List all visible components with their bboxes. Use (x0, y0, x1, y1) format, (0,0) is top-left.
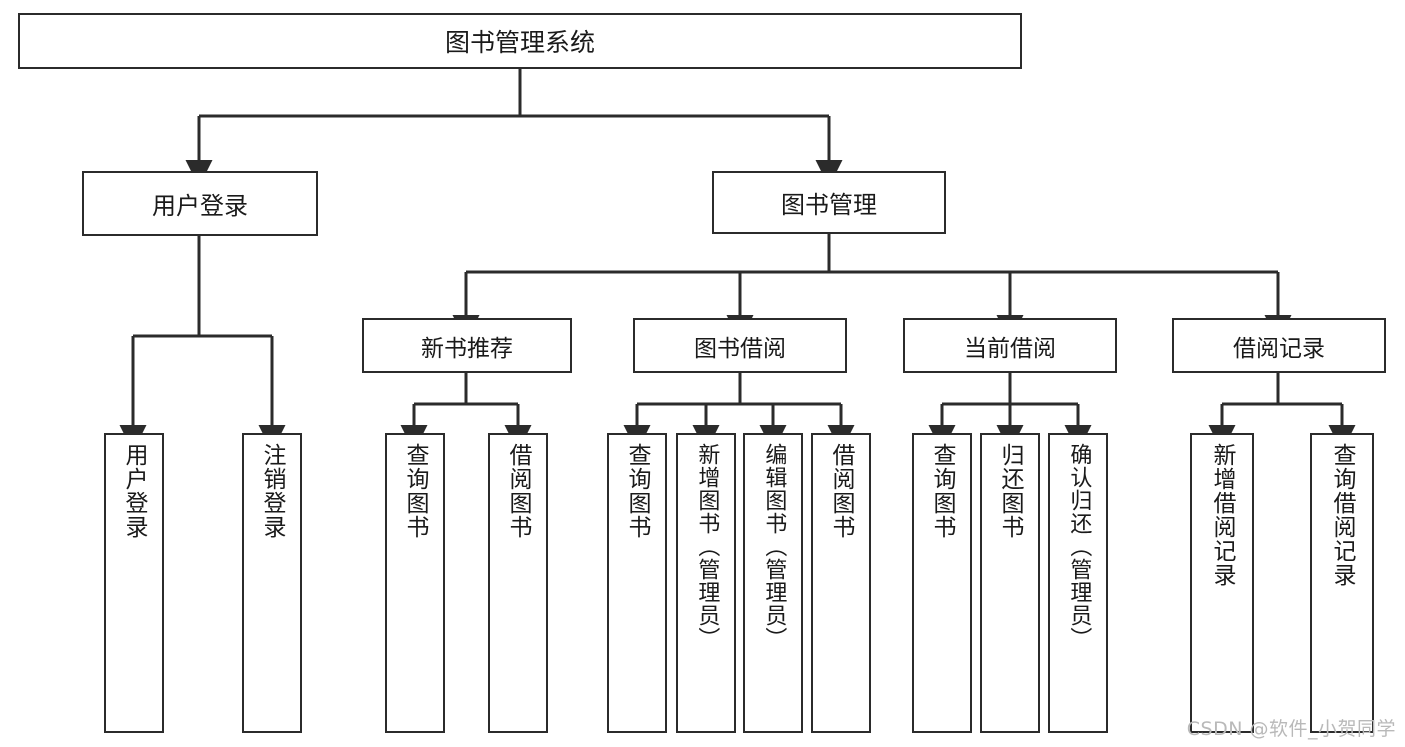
leaf-label: 确认归还（管理员） (1066, 443, 1092, 650)
leaf-borrow-book-2[interactable]: 借阅图书 (811, 433, 871, 733)
leaf-return-book[interactable]: 归还图书 (980, 433, 1040, 733)
leaf-edit-book[interactable]: 编辑图书（管理员） (743, 433, 803, 733)
leaf-label: 查询图书 (624, 443, 651, 539)
node-new-book-recommend[interactable]: 新书推荐 (362, 318, 572, 373)
leaf-label: 借阅图书 (505, 443, 532, 539)
leaf-user-login[interactable]: 用户登录 (104, 433, 164, 733)
leaf-query-book-2[interactable]: 查询图书 (607, 433, 667, 733)
node-user-login[interactable]: 用户登录 (82, 171, 318, 236)
leaf-query-book-3[interactable]: 查询图书 (912, 433, 972, 733)
leaf-label: 用户登录 (121, 443, 148, 539)
leaf-label: 归还图书 (997, 443, 1024, 539)
leaf-borrow-book-1[interactable]: 借阅图书 (488, 433, 548, 733)
leaf-label: 新增借阅记录 (1209, 443, 1236, 587)
node-borrow-record[interactable]: 借阅记录 (1172, 318, 1386, 373)
leaf-label: 编辑图书（管理员） (761, 443, 787, 650)
node-root-system[interactable]: 图书管理系统 (18, 13, 1022, 69)
leaf-label: 注销登录 (259, 443, 286, 539)
leaf-logout-login[interactable]: 注销登录 (242, 433, 302, 733)
leaf-label: 借阅图书 (828, 443, 855, 539)
node-book-borrow[interactable]: 图书借阅 (633, 318, 847, 373)
watermark: CSDN @软件_小贺同学 (1186, 718, 1396, 740)
leaf-query-record[interactable]: 查询借阅记录 (1310, 433, 1374, 733)
leaf-label: 查询借阅记录 (1329, 443, 1356, 587)
leaf-query-book-1[interactable]: 查询图书 (385, 433, 445, 733)
leaf-label: 查询图书 (929, 443, 956, 539)
leaf-confirm-return[interactable]: 确认归还（管理员） (1048, 433, 1108, 733)
leaf-label: 新增图书（管理员） (694, 443, 720, 650)
node-current-borrow[interactable]: 当前借阅 (903, 318, 1117, 373)
leaf-add-book[interactable]: 新增图书（管理员） (676, 433, 736, 733)
leaf-add-record[interactable]: 新增借阅记录 (1190, 433, 1254, 733)
leaf-label: 查询图书 (402, 443, 429, 539)
node-book-management[interactable]: 图书管理 (712, 171, 946, 234)
